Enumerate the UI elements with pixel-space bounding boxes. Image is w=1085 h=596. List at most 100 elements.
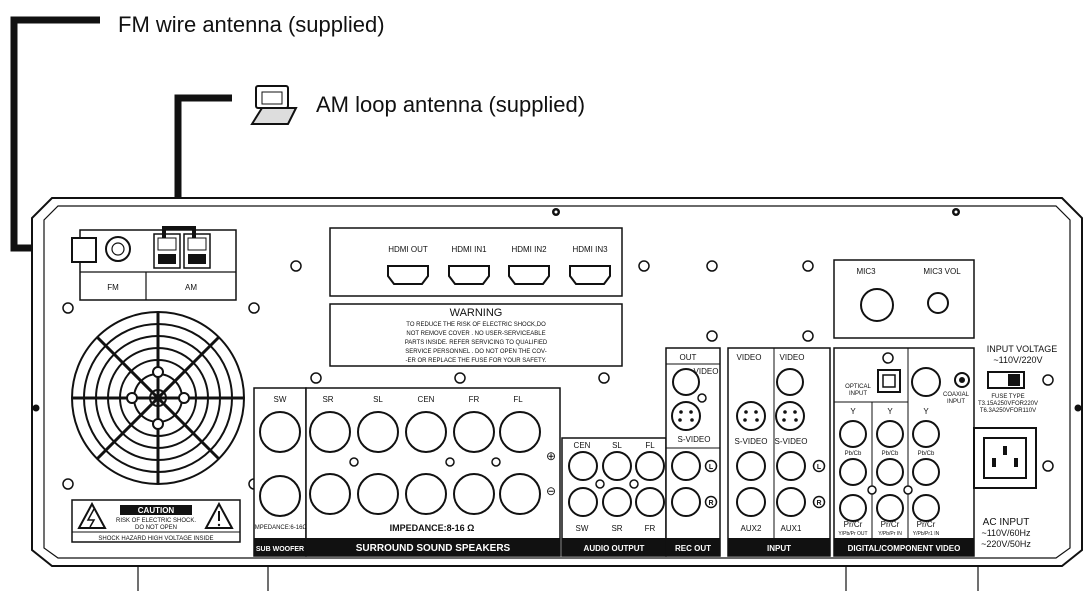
surround-screws — [349, 457, 501, 467]
y-label-3: Y — [923, 407, 929, 416]
speaker-sr-minus-jack[interactable] — [309, 473, 351, 515]
rec-out-l-label: L — [709, 464, 714, 471]
ac-power-inlet[interactable] — [973, 427, 1037, 489]
hdmi-in1-label: HDMI IN1 — [451, 245, 487, 254]
warning-label — [329, 303, 623, 367]
warning-line-5: -ER OR REPLACE THE FUSE FOR YOUR SAFETY. — [405, 358, 546, 364]
hdmi-in3-label: HDMI IN3 — [572, 245, 608, 254]
rec-out-out-label: OUT — [680, 353, 697, 362]
rec-out-svideo-jack[interactable] — [671, 401, 701, 431]
component-in2-pr-jack[interactable] — [912, 494, 940, 522]
audio-out-sr-jack[interactable] — [602, 487, 632, 517]
audio-out-label-sw: SW — [576, 524, 589, 533]
subwoofer-jack-bottom[interactable] — [259, 475, 301, 517]
speaker-fl-plus-jack[interactable] — [499, 411, 541, 453]
audio-out-label-fr: FR — [645, 524, 656, 533]
hdmi-out-label: HDMI OUT — [388, 245, 428, 254]
aux2-audio-l-jack[interactable] — [736, 451, 766, 481]
component-out-pr-jack[interactable] — [839, 494, 867, 522]
fuse-type-label: FUSE TYPE — [991, 394, 1024, 400]
optical-input-port[interactable] — [877, 369, 901, 393]
chassis-feet — [137, 566, 979, 591]
aux1-audio-r-jack[interactable] — [776, 487, 806, 517]
speaker-sl-minus-jack[interactable] — [357, 473, 399, 515]
speaker-fr-plus-jack[interactable] — [453, 411, 495, 453]
speaker-sl-plus-jack[interactable] — [357, 411, 399, 453]
audio-out-sl-jack[interactable] — [602, 451, 632, 481]
ac-input-50hz: ~220V/50Hz — [981, 539, 1031, 549]
input-svideo-label-2: S-VIDEO — [775, 437, 808, 446]
hdmi-in2-port[interactable] — [508, 265, 550, 285]
am-antenna-terminals[interactable] — [153, 233, 211, 269]
audio-output-band-label: AUDIO OUTPUT — [584, 544, 645, 553]
component-group-out-label: Y/Pb/Pr OUT — [838, 531, 867, 537]
input-band-label: INPUT — [767, 544, 791, 553]
rec-out-audio-r-jack[interactable] — [671, 487, 701, 517]
audio-out-fl-jack[interactable] — [635, 451, 665, 481]
subwoofer-jack-top[interactable] — [259, 411, 301, 453]
speaker-fr-minus-jack[interactable] — [453, 473, 495, 515]
speaker-cen-minus-jack[interactable] — [405, 473, 447, 515]
coaxial-input-jack[interactable] — [954, 372, 970, 388]
ac-input-label: AC INPUT — [983, 517, 1030, 528]
rec-out-band — [666, 538, 720, 556]
component-in1-pr-jack[interactable] — [876, 494, 904, 522]
fm-antenna-jack[interactable] — [71, 236, 131, 263]
component-out-y-jack[interactable] — [839, 420, 867, 448]
surround-label-fl: FL — [513, 395, 523, 404]
rec-out-audio-l-jack[interactable] — [671, 451, 701, 481]
fuse-spec-110v: T6.3A250VFOR110V — [980, 408, 1036, 414]
audio-out-sw-jack[interactable] — [568, 487, 598, 517]
hdmi-out-port[interactable] — [387, 265, 429, 285]
voltage-selector-switch[interactable] — [987, 371, 1025, 389]
component-in2-pb-jack[interactable] — [912, 458, 940, 486]
component-y-jack-3-top[interactable] — [911, 367, 941, 397]
rec-out-video-jack[interactable] — [672, 368, 700, 396]
fm-terminal-label: FM — [107, 283, 119, 292]
am-terminal-label: AM — [185, 283, 197, 292]
surround-label-sl: SL — [373, 395, 383, 404]
speaker-fl-minus-jack[interactable] — [499, 473, 541, 515]
lightning-warning-icon — [77, 501, 107, 529]
warning-line-4: SERVICE PERSONNEL . DO NOT OPEN THE COV- — [405, 349, 546, 355]
hdmi-in1-port[interactable] — [448, 265, 490, 285]
component-out-pb-jack[interactable] — [839, 458, 867, 486]
hdmi-in3-port[interactable] — [569, 265, 611, 285]
aux1-svideo-jack[interactable] — [775, 401, 805, 431]
fuse-spec-220v: T3.15A250VFOR220V — [978, 401, 1038, 407]
aux2-svideo-jack[interactable] — [736, 401, 766, 431]
chassis-screws — [32, 208, 1082, 412]
aux1-audio-l-jack[interactable] — [776, 451, 806, 481]
mic-panel — [833, 259, 975, 339]
component-in2-y-jack[interactable] — [912, 420, 940, 448]
am-loop-antenna-icon — [250, 85, 298, 125]
component-in1-pb-jack[interactable] — [876, 458, 904, 486]
optical-label-2: INPUT — [849, 391, 867, 397]
audio-out-fr-jack[interactable] — [635, 487, 665, 517]
audio-out-label-sr: SR — [611, 524, 622, 533]
digital-component-band-label: DIGITAL/COMPONENT VIDEO — [848, 544, 961, 553]
minus-icon: ⊖ — [546, 484, 556, 498]
mic3-jack[interactable] — [860, 288, 894, 322]
pb-label-2: Pb/Cb — [882, 451, 899, 457]
component-in1-y-jack[interactable] — [876, 420, 904, 448]
pr-label-1: Pr/Cr — [844, 520, 863, 529]
mic3-volume-knob[interactable] — [927, 292, 949, 314]
aux1-video-jack[interactable] — [776, 368, 804, 396]
speaker-cen-plus-jack[interactable] — [405, 411, 447, 453]
sw-label: SW — [274, 395, 287, 404]
caution-line-2: DO NOT OPEN — [135, 525, 177, 531]
audio-out-label-fl: FL — [645, 441, 655, 450]
rec-out-svideo-label: S-VIDEO — [678, 435, 711, 444]
speaker-sr-plus-jack[interactable] — [309, 411, 351, 453]
warning-title: WARNING — [450, 307, 503, 319]
digital-component-band — [834, 538, 974, 556]
ac-input-60hz: ~110V/60Hz — [981, 528, 1031, 538]
fm-antenna-caption: FM wire antenna (supplied) — [118, 12, 385, 37]
rec-out-band-label: REC OUT — [675, 544, 711, 553]
subwoofer-band — [254, 538, 306, 556]
am-antenna-leads — [162, 226, 196, 238]
audio-out-cen-jack[interactable] — [568, 451, 598, 481]
aux2-audio-r-jack[interactable] — [736, 487, 766, 517]
